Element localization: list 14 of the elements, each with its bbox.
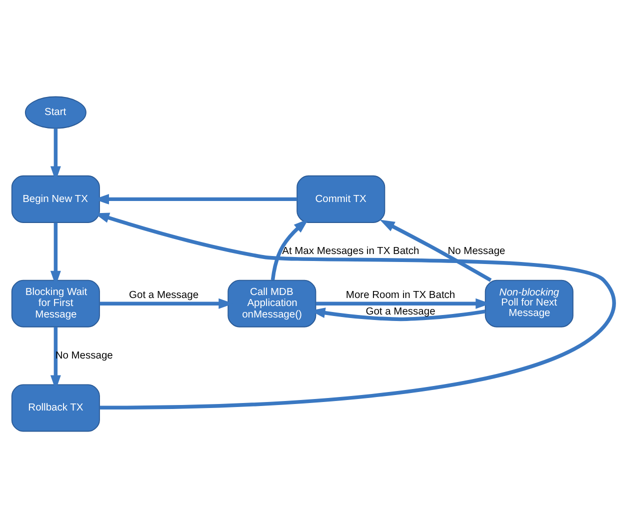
edge-label: Got a Message xyxy=(129,290,199,301)
node-box: Rollback TX xyxy=(11,384,100,432)
node-box: Blocking Wait for First Message xyxy=(11,280,100,328)
arrow xyxy=(380,220,492,282)
node-box: Begin New TX xyxy=(11,175,100,223)
edge-label: At Max Messages in TX Batch xyxy=(282,246,420,257)
node-box: Call MDB Application onMessage() xyxy=(228,280,316,328)
edge-label: No Message xyxy=(448,246,506,257)
node-ellipse: Start xyxy=(24,96,86,129)
arrow xyxy=(270,218,309,280)
edge-label: Got a Message xyxy=(366,306,436,318)
edge-label: More Room in TX Batch xyxy=(346,290,456,301)
node-box: Commit TX xyxy=(296,175,386,223)
node-box: Non-blocking Poll for Next Message xyxy=(484,280,574,328)
